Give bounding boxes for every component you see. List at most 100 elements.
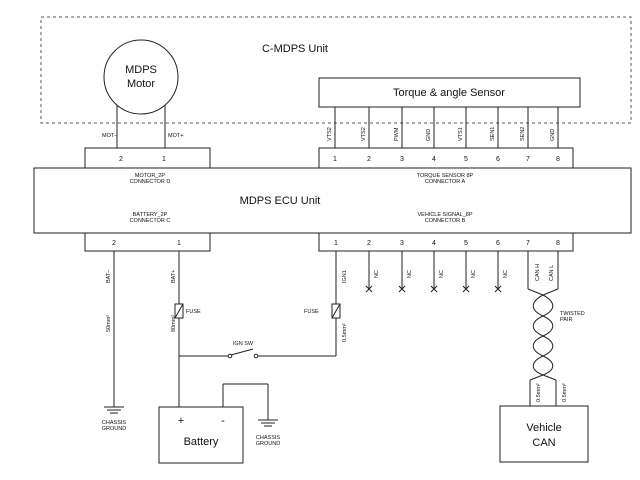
sensor-pin-label-6: SEN1 [490, 127, 496, 141]
connector-a-name-line2: CONNECTOR A [425, 179, 466, 185]
battery-minus-terminal: - [221, 415, 225, 427]
main-fuse-symbol [174, 303, 184, 319]
connector-b-pin-7: 7 [526, 240, 530, 247]
connector-a-pin-8: 8 [556, 156, 560, 163]
nc-label-3: NC [407, 270, 413, 278]
ign1-gauge-label: 0.5mm² [342, 323, 348, 342]
c-mdps-unit-outline [40, 16, 632, 124]
bat-minus-label: BAT– [106, 269, 112, 283]
bat-minus-gauge-label: 50mm² [106, 315, 112, 332]
mdps-motor [103, 39, 179, 115]
connector-b-name-line2: CONNECTOR B [425, 218, 466, 224]
connector-c-pin-1: 1 [177, 240, 181, 247]
sensor-pin-label-8: GND [550, 129, 556, 141]
nc-label-5: NC [471, 270, 477, 278]
ign-switch-contact-left [227, 353, 233, 359]
motor-label-line2: Motor [127, 78, 155, 90]
connector-b [318, 232, 574, 252]
motor-label-line1: MDPS [125, 64, 157, 76]
twisted-pair-label-line1: TWISTED [560, 311, 585, 317]
connector-a-pins: 1 2 3 4 5 6 7 8 [333, 156, 560, 163]
bat-plus-gauge-label: 80mm² [171, 315, 177, 332]
chassis-ground-1-line1: CHASSIS [102, 420, 126, 426]
can-h-bend [527, 288, 544, 296]
mdps-ecu-unit [33, 167, 632, 234]
sensor-wires [334, 107, 559, 148]
connector-c-name-line2: CONNECTOR C [130, 218, 171, 224]
connector-b-pin-6: 6 [496, 240, 500, 247]
sensor-pin-label-2: VTS2 [361, 127, 367, 141]
sensor-pin-label-7: SEN2 [520, 127, 526, 141]
connector-a-pin-1: 1 [333, 156, 337, 163]
sensor-pin-label-3: PWM [394, 127, 400, 141]
nc-label-2: NC [374, 270, 380, 278]
can-l-gauge-label: 0.5mm² [562, 383, 568, 402]
can-h-label: CAN H [535, 264, 541, 281]
connector-a-pin-4: 4 [432, 156, 436, 163]
sensor-pin-label-4: GND [426, 129, 432, 141]
connector-b-pin-3: 3 [400, 240, 404, 247]
connector-b-pin-1: 1 [334, 240, 338, 247]
chassis-ground-1-line2: GROUND [102, 426, 126, 432]
nc-labels: NC NC NC NC NC [374, 270, 509, 278]
ecu-label: MDPS ECU Unit [240, 195, 321, 207]
sensor-pin-label-1: VTS2 [327, 127, 333, 141]
can-h-gauge-label: 0.5mm² [536, 383, 542, 402]
connector-a-pin-7: 7 [526, 156, 530, 163]
motor-wire-minus-label: MOT– [102, 133, 118, 139]
connector-d-name-line1: MOTOR_2P [135, 173, 165, 179]
vehicle-can-line1: Vehicle [526, 422, 561, 434]
can-h-split [529, 374, 544, 381]
torque-angle-sensor [318, 77, 581, 108]
connector-b-pin-5: 5 [464, 240, 468, 247]
ign-switch-label: IGN SW [233, 341, 254, 347]
ign-fuse-symbol [331, 303, 341, 319]
connector-d-name-line2: CONNECTOR D [130, 179, 171, 185]
connector-d-pin-1: 1 [162, 156, 166, 163]
bat-plus-label: BAT+ [171, 269, 177, 283]
ign1-label: IGN1 [342, 270, 348, 283]
can-l-bend [542, 288, 559, 296]
chassis-ground-2-line1: CHASSIS [256, 435, 280, 441]
connector-b-pins: 1 2 3 4 5 6 7 8 [334, 240, 560, 247]
connector-d [84, 147, 211, 169]
connector-c-pin-2: 2 [112, 240, 116, 247]
sensor-label: Torque & angle Sensor [393, 87, 505, 99]
connector-a-name-line1: TORQUE SENSOR 8P [417, 173, 474, 179]
nc-label-4: NC [439, 270, 445, 278]
battery-plus-terminal: + [178, 415, 184, 427]
battery [158, 406, 244, 464]
connector-a-pin-3: 3 [400, 156, 404, 163]
connector-b-pin-2: 2 [367, 240, 371, 247]
sensor-pin-label-5: VTS1 [458, 127, 464, 141]
connector-a-pin-5: 5 [464, 156, 468, 163]
chassis-ground-1-symbol [104, 406, 124, 414]
connector-a [318, 147, 574, 169]
connector-d-pin-2: 2 [119, 156, 123, 163]
connector-a-pin-6: 6 [496, 156, 500, 163]
vehicle-can-line2: CAN [532, 437, 555, 449]
nc-wires [368, 251, 499, 289]
ign-switch-lever [230, 348, 254, 356]
ign-fuse-label: FUSE [304, 309, 319, 315]
chassis-ground-2-line2: GROUND [256, 441, 280, 447]
vehicle-can [499, 405, 589, 463]
chassis-ground-2-symbol [258, 419, 278, 427]
nc-terminations [365, 285, 502, 293]
can-l-split [542, 374, 557, 381]
ign-switch-contact-right [253, 353, 259, 359]
connector-a-pin-2: 2 [367, 156, 371, 163]
twisted-pair-label-line2: PAIR [560, 317, 572, 323]
main-fuse-label: FUSE [186, 309, 201, 315]
sensor-wire-labels: VTS2 VTS2 PWM GND VTS1 SEN1 SEN2 GND [327, 127, 556, 141]
connector-b-pin-8: 8 [556, 240, 560, 247]
connector-b-name-line1: VEHICLE SIGNAL_8P [417, 212, 472, 218]
nc-label-6: NC [503, 270, 509, 278]
c-mdps-unit-title: C-MDPS Unit [262, 43, 328, 55]
connector-b-pin-4: 4 [432, 240, 436, 247]
battery-label: Battery [184, 436, 219, 448]
motor-wire-plus-label: MOT+ [168, 133, 183, 139]
can-l-label: CAN L [549, 265, 555, 281]
